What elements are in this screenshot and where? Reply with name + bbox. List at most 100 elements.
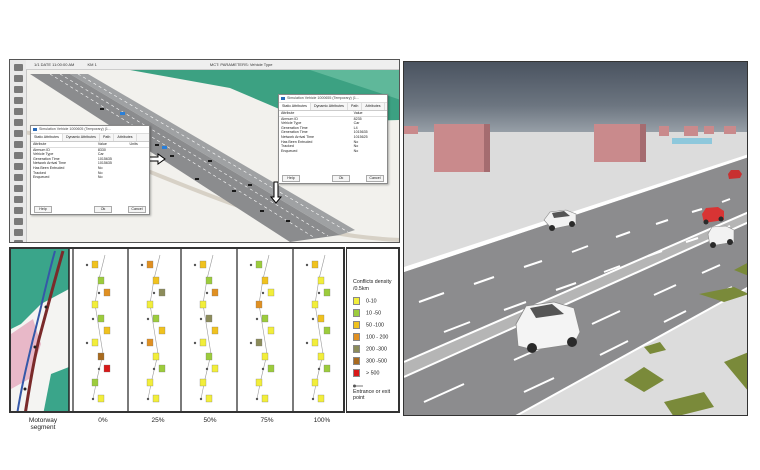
legend-item: > 500 — [353, 369, 379, 377]
tab-path[interactable]: Path — [348, 103, 363, 110]
conflict-marker — [91, 300, 99, 309]
tool-palette[interactable] — [10, 60, 27, 242]
column-header: Units — [127, 142, 149, 148]
sky — [404, 62, 747, 134]
entrance-point — [146, 317, 150, 321]
motorway-line — [92, 254, 106, 400]
conflict-marker — [323, 326, 331, 335]
vegetation — [624, 263, 747, 415]
entrance-point — [255, 317, 259, 321]
legend-swatch — [353, 321, 360, 329]
legend-title: Conflicts density /0.5km — [353, 279, 392, 292]
tab-path[interactable]: Path — [100, 134, 115, 141]
conflict-marker — [158, 364, 166, 373]
attribute-value: No — [97, 170, 103, 175]
toolbar-item[interactable]: KM 1 — [87, 62, 97, 67]
conflict-marker — [97, 314, 105, 323]
conflict-marker — [267, 364, 275, 373]
conflict-marker — [199, 300, 207, 309]
conflict-marker — [146, 260, 154, 269]
entrance-point — [199, 317, 203, 321]
legend-item: 200 -300 — [353, 345, 387, 353]
ok-button[interactable]: Ok — [332, 175, 350, 182]
conflict-marker — [205, 314, 213, 323]
conflict-marker — [91, 378, 99, 387]
entrance-point — [261, 367, 265, 371]
help-button[interactable]: Help — [34, 206, 52, 213]
entrance-point — [305, 263, 309, 267]
column-header: Attribute — [279, 111, 352, 117]
conflict-marker — [152, 394, 160, 403]
conflict-marker — [205, 352, 213, 361]
entrance-marker-icon — [353, 384, 363, 388]
dialog-title: Simulation Vehicle 1000655 (Temporary) (… — [279, 95, 387, 103]
attribute-name: Enqueued — [33, 175, 50, 180]
pointer-arrow — [269, 181, 283, 204]
tab-static-attributes[interactable]: Static Attributes — [31, 134, 63, 141]
legend-swatch — [353, 309, 360, 317]
conflict-marker — [255, 338, 263, 347]
conflict-marker — [146, 300, 154, 309]
conflict-marker — [211, 288, 219, 297]
entrance-point — [140, 263, 144, 267]
attribute-value: No — [353, 139, 359, 144]
tab-dynamic-attributes[interactable]: Dynamic Attributes — [63, 134, 100, 141]
help-button[interactable]: Help — [282, 175, 300, 182]
entrance-point — [205, 291, 209, 295]
tab-attributes[interactable]: Attributes — [114, 134, 137, 141]
legend-item: 50 -100 — [353, 321, 384, 329]
conflict-marker — [91, 338, 99, 347]
attribute-value: No — [353, 148, 359, 153]
conflict-marker — [103, 288, 111, 297]
attribute-name: Network Arrival Time — [281, 134, 314, 139]
entrance-point — [311, 317, 315, 321]
entrance-point — [261, 291, 265, 295]
ok-button[interactable]: Ok — [94, 206, 112, 213]
conflict-marker — [152, 276, 160, 285]
motorway-road — [30, 74, 340, 242]
conflict-marker — [255, 300, 263, 309]
entrance-point — [193, 263, 197, 267]
top-toolbar[interactable]: 1/1 DATE 11:00:00 AM KM 1 MCT: PARAMETER… — [26, 60, 399, 70]
attribute-name: Vehicle Type — [281, 121, 302, 126]
entrance-point — [317, 291, 321, 295]
cancel-button[interactable]: Cancel — [366, 175, 384, 182]
attribute-name: Vehicle Type — [33, 152, 54, 157]
attribute-value: No — [353, 144, 359, 149]
conflict-marker — [152, 314, 160, 323]
entrance-point — [205, 367, 209, 371]
vehicle-attributes-dialog[interactable]: Simulation Vehicle 1000605 (Temporary) (… — [30, 125, 150, 215]
selected-vehicle[interactable] — [162, 146, 167, 149]
table-row: Enqueued No — [31, 175, 149, 180]
entrance-point — [199, 397, 203, 401]
conflict-marker — [97, 394, 105, 403]
tab-attributes[interactable]: Attributes — [362, 103, 385, 110]
conflict-marker — [267, 288, 275, 297]
vehicle-attributes-dialog[interactable]: Simulation Vehicle 1000655 (Temporary) (… — [278, 94, 388, 184]
entrance-point — [305, 341, 309, 345]
tab-static-attributes[interactable]: Static Attributes — [279, 103, 311, 110]
entrance-point — [311, 397, 315, 401]
buildings — [404, 124, 736, 172]
entrance-point — [152, 291, 156, 295]
toolbar-item[interactable]: 1/1 DATE 11:00:00 AM — [34, 62, 75, 67]
tab-dynamic-attributes[interactable]: Dynamic Attributes — [311, 103, 348, 110]
cancel-button[interactable]: Cancel — [128, 206, 146, 213]
conflict-marker — [146, 338, 154, 347]
attribute-name: Airmum ID — [33, 147, 50, 152]
motorway-line — [256, 254, 270, 400]
conflict-density-legend: Conflicts density /0.5km 0-10 10 -50 50 … — [346, 247, 400, 413]
legend-swatch — [353, 297, 360, 305]
conflict-marker — [103, 364, 111, 373]
scenario-label-75: 75% — [260, 417, 274, 424]
attribute-value: No — [97, 175, 103, 180]
